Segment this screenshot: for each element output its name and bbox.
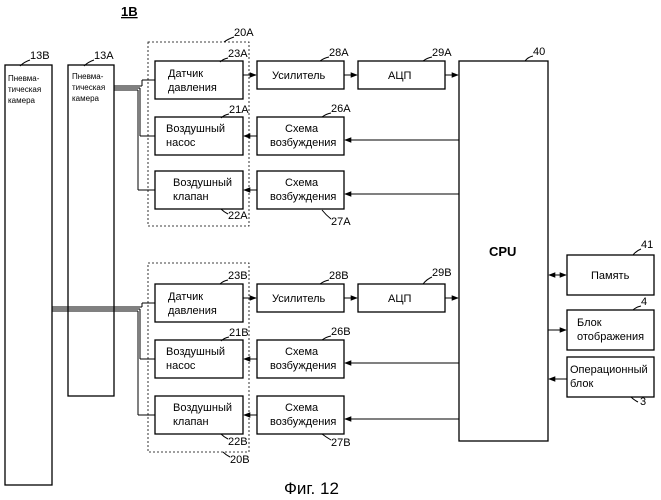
ref-26b: 26B — [331, 326, 351, 338]
cpu-block: CPU — [459, 61, 548, 441]
ref-27a: 27A — [331, 216, 351, 228]
adc-b: АЦП — [358, 284, 445, 312]
ref-13a: 13A — [94, 50, 114, 62]
display-line-1: Блок — [577, 317, 602, 329]
drive-circuit-b2-line-1: Схема — [285, 402, 319, 414]
air-valve-a-line-2: клапан — [173, 191, 209, 203]
chamber-13b-line-2: тическая — [8, 85, 41, 94]
drive-circuit-b2-line-2: возбуждения — [270, 416, 336, 428]
drive-circuit-b1: Схема возбуждения — [257, 340, 344, 378]
leader-27a — [322, 210, 331, 219]
pressure-sensor-b: Датчик давления — [155, 284, 243, 322]
ref-27b: 27B — [331, 437, 351, 449]
drive-circuit-a1: Схема возбуждения — [257, 117, 344, 155]
drive-circuit-b1-line-2: возбуждения — [270, 360, 336, 372]
amplifier-b: Усилитель — [257, 284, 344, 312]
ref-13b: 13B — [30, 50, 50, 62]
chamber-13b: Пневма- тическая камера — [5, 65, 52, 485]
figure-id: 1B — [121, 4, 138, 19]
operation-line-1: Операционный — [570, 364, 648, 376]
ref-28b: 28B — [329, 270, 349, 282]
leader-29b — [423, 277, 432, 284]
ref-20a: 20A — [234, 27, 254, 39]
pressure-sensor-a-line-2: давления — [168, 82, 217, 94]
display-block: Блок отображения — [567, 310, 654, 350]
drive-circuit-b1-line-1: Схема — [285, 346, 319, 358]
ref-21a: 21A — [229, 104, 249, 116]
ref-41: 41 — [641, 239, 653, 251]
memory-block: Память — [567, 255, 654, 295]
chamber-13b-line-1: Пневма- — [8, 74, 40, 83]
pressure-sensor-a: Датчик давления — [155, 61, 243, 99]
chamber-13a-line-2: тическая — [72, 83, 105, 92]
ref-23b: 23B — [228, 270, 248, 282]
chamber-13a-line-1: Пневма- — [72, 72, 104, 81]
air-pump-b: Воздушный насос — [155, 340, 243, 378]
adc-a: АЦП — [358, 61, 445, 89]
amplifier-a: Усилитель — [257, 61, 344, 89]
ref-23a: 23A — [228, 48, 248, 60]
air-valve-b: Воздушный клапан — [155, 396, 243, 434]
amplifier-b-label: Усилитель — [272, 293, 326, 305]
leader-20a — [224, 37, 234, 42]
air-pump-b-line-2: насос — [166, 360, 196, 372]
pressure-sensor-b-line-1: Датчик — [168, 291, 203, 303]
drive-circuit-b2: Схема возбуждения — [257, 396, 344, 434]
drive-circuit-a2-line-2: возбуждения — [270, 191, 336, 203]
leader-27b — [322, 434, 331, 440]
operation-block: Операционный блок — [567, 357, 654, 397]
leader-3 — [631, 397, 638, 402]
leader-40 — [525, 56, 533, 61]
ref-29b: 29B — [432, 267, 452, 279]
pressure-sensor-a-line-1: Датчик — [168, 68, 203, 80]
amplifier-a-label: Усилитель — [272, 70, 326, 82]
leader-22b — [221, 434, 228, 439]
memory-label: Память — [591, 270, 630, 282]
air-pump-a-line-2: насос — [166, 137, 196, 149]
ref-28a: 28A — [329, 47, 349, 59]
air-valve-a-line-1: Воздушный — [173, 177, 232, 189]
ref-26a: 26A — [331, 103, 351, 115]
pressure-sensor-b-line-2: давления — [168, 305, 217, 317]
cpu-label: CPU — [489, 244, 516, 259]
chamber-13a-line-3: камера — [72, 94, 100, 103]
ref-40: 40 — [533, 46, 545, 58]
figure-caption: Фиг. 12 — [284, 479, 339, 498]
leader-41 — [633, 249, 641, 255]
ref-22b: 22B — [228, 436, 248, 448]
adc-b-label: АЦП — [388, 293, 411, 305]
display-line-2: отображения — [577, 331, 644, 343]
leader-20b — [223, 452, 230, 457]
leader-22a — [221, 209, 228, 214]
ref-22a: 22A — [228, 210, 248, 222]
tube-13a-to-20a — [114, 80, 155, 190]
ref-4: 4 — [641, 296, 647, 308]
air-valve-a: Воздушный клапан — [155, 171, 243, 209]
operation-line-2: блок — [570, 378, 593, 390]
drive-circuit-a2: Схема возбуждения — [257, 171, 344, 209]
drive-circuit-a1-line-2: возбуждения — [270, 137, 336, 149]
air-valve-b-line-2: клапан — [173, 416, 209, 428]
ref-21b: 21B — [229, 327, 249, 339]
ref-29a: 29A — [432, 47, 452, 59]
drive-circuit-a1-line-1: Схема — [285, 123, 319, 135]
chamber-13a: Пневма- тическая камера — [68, 65, 114, 396]
adc-a-label: АЦП — [388, 70, 411, 82]
ref-3: 3 — [640, 396, 646, 408]
air-pump-b-line-1: Воздушный — [166, 346, 225, 358]
drive-circuit-a2-line-1: Схема — [285, 177, 319, 189]
ref-20b: 20B — [230, 454, 250, 466]
air-valve-b-line-1: Воздушный — [173, 402, 232, 414]
chamber-13b-line-3: камера — [8, 96, 36, 105]
air-pump-a: Воздушный насос — [155, 117, 243, 155]
air-pump-a-line-1: Воздушный — [166, 123, 225, 135]
